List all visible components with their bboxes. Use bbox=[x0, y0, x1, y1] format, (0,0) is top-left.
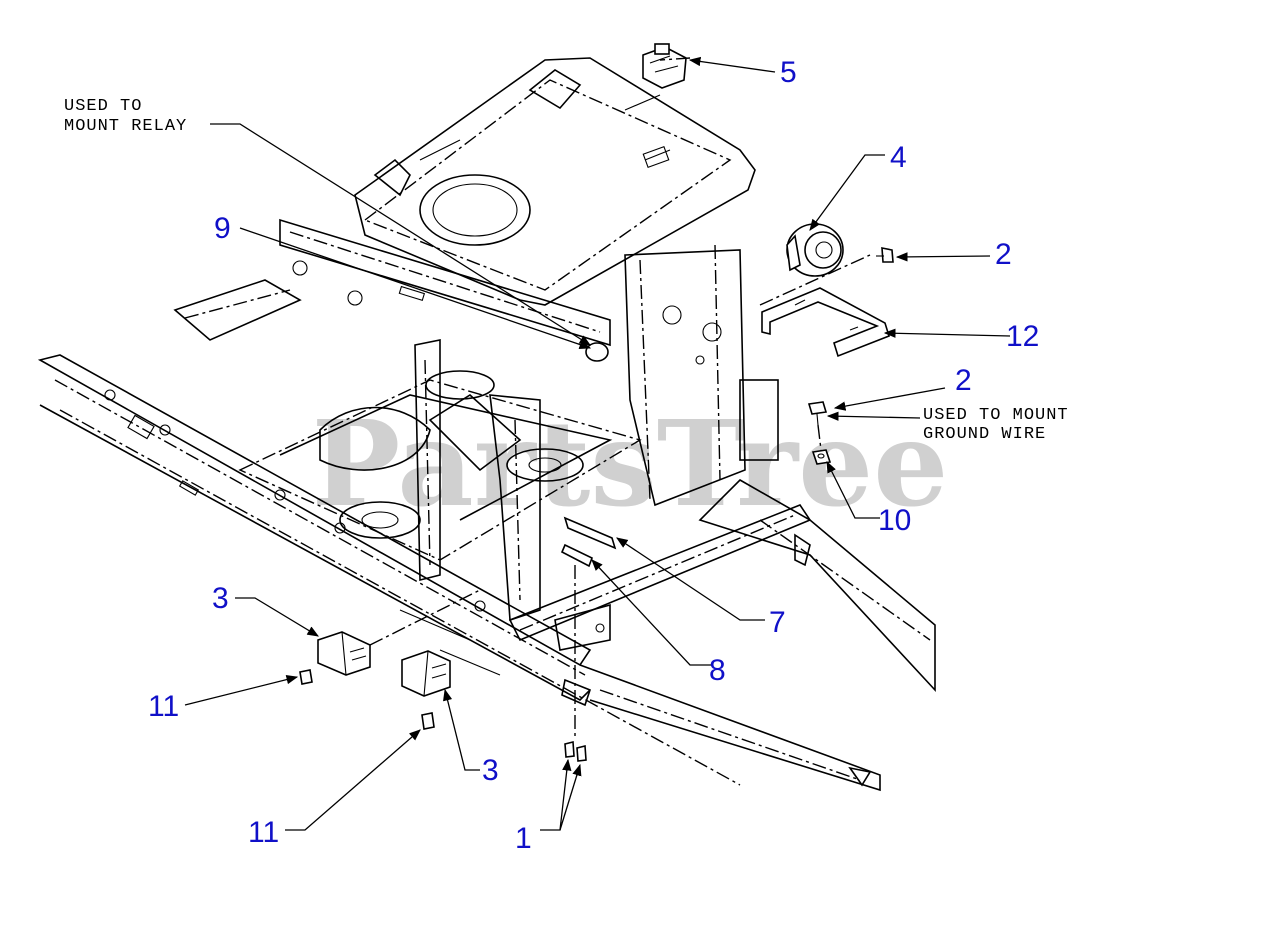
part-5-switch-connector bbox=[642, 43, 687, 89]
callout-8[interactable]: 8 bbox=[709, 654, 726, 687]
callout-1[interactable]: 1 bbox=[515, 822, 532, 855]
callout-2-lower[interactable]: 2 bbox=[955, 364, 972, 397]
callout-4[interactable]: 4 bbox=[890, 141, 907, 174]
part-3-right-switch bbox=[401, 650, 451, 697]
part-1-screws bbox=[564, 740, 587, 762]
part-3-left-switch bbox=[317, 631, 371, 676]
callout-5[interactable]: 5 bbox=[780, 56, 797, 89]
note-ground-wire: USED TO MOUNT GROUND WIRE bbox=[923, 406, 1069, 444]
callout-11-lower[interactable]: 11 bbox=[248, 816, 279, 849]
callout-10[interactable]: 10 bbox=[878, 504, 911, 537]
callout-3-right[interactable]: 3 bbox=[482, 754, 499, 787]
mower-frame bbox=[37, 57, 936, 792]
callout-12[interactable]: 12 bbox=[1006, 320, 1039, 353]
part-4-ignition-switch bbox=[786, 223, 844, 277]
leader-lines bbox=[184, 56, 1011, 831]
part-2-upper-screw bbox=[876, 247, 894, 263]
note-ground-line-2: GROUND WIRE bbox=[923, 425, 1046, 444]
part-9-relay-fastener bbox=[585, 342, 609, 362]
callout-numbers: 5 4 9 2 12 2 10 7 8 3 11 3 11 1 bbox=[148, 56, 1039, 855]
callout-3-left[interactable]: 3 bbox=[212, 582, 229, 615]
part-11-lower-screw bbox=[421, 712, 435, 730]
part-12-mounting-bracket bbox=[761, 287, 890, 358]
part-11-left-screw bbox=[299, 669, 313, 685]
note-ground-line-1: USED TO MOUNT bbox=[923, 406, 1069, 425]
callout-11-left[interactable]: 11 bbox=[148, 690, 179, 723]
note-relay-line-1: USED TO bbox=[64, 97, 142, 116]
assembly-centre-lines bbox=[369, 57, 871, 740]
callout-2-upper[interactable]: 2 bbox=[995, 238, 1012, 271]
callout-7[interactable]: 7 bbox=[769, 606, 786, 639]
part-2-lower-screw bbox=[807, 401, 828, 426]
note-relay-line-2: MOUNT RELAY bbox=[64, 117, 187, 136]
note-mount-relay: USED TO MOUNT RELAY bbox=[64, 97, 187, 136]
callout-9[interactable]: 9 bbox=[214, 212, 231, 245]
